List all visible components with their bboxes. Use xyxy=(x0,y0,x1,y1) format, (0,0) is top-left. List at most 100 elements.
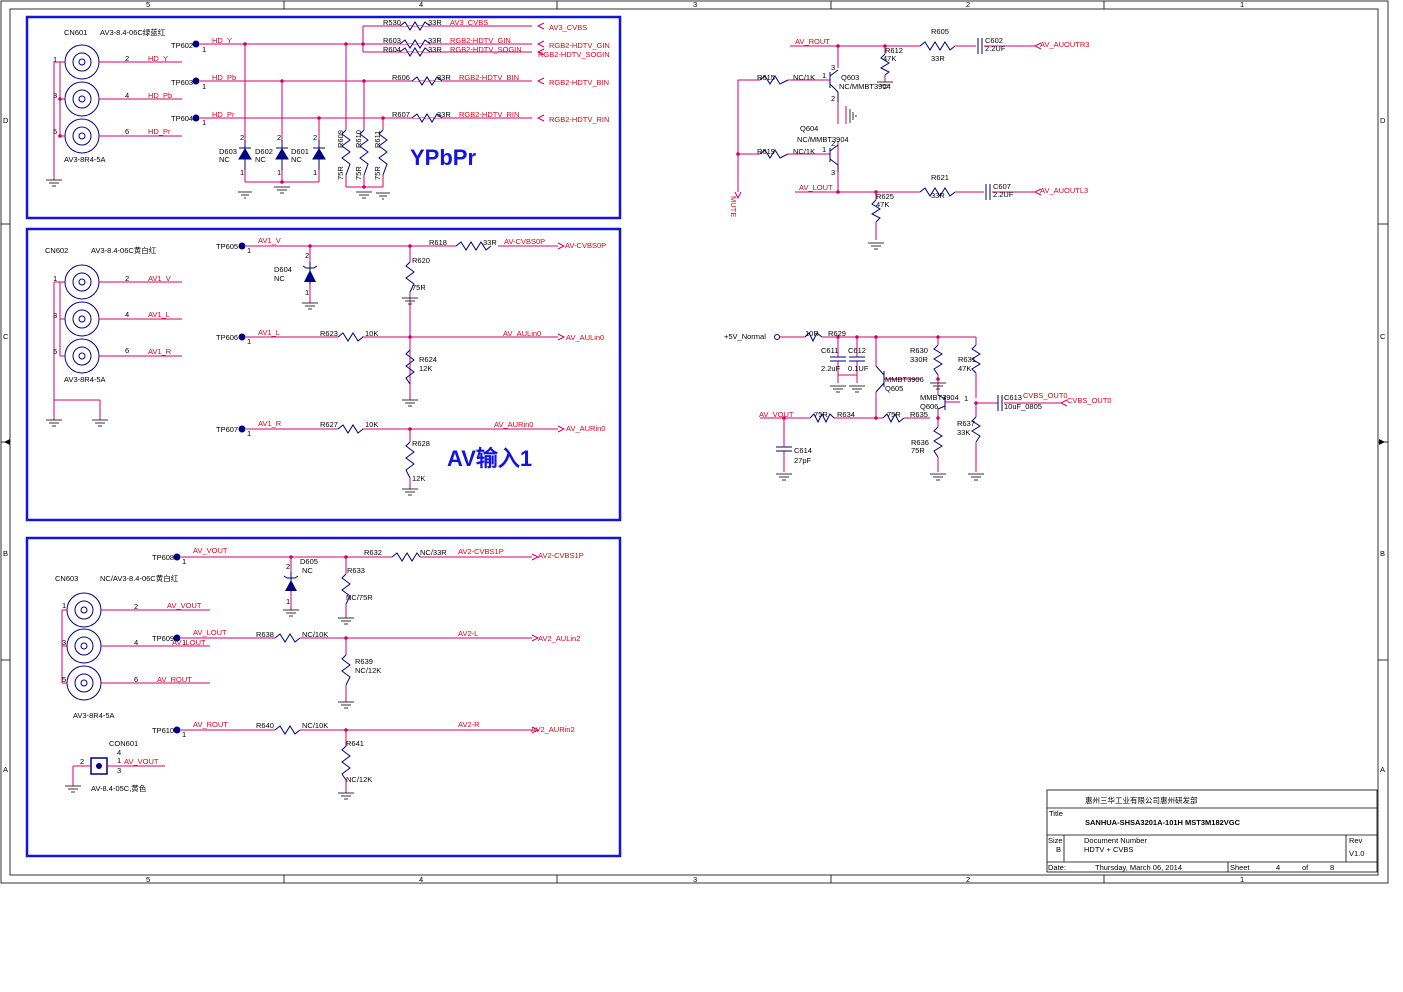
rca-jack-icon xyxy=(66,592,102,701)
transistor-value: MMBT3904 xyxy=(920,393,959,402)
resistor-value: 75R xyxy=(354,166,363,180)
resistor-value: 330R xyxy=(910,355,929,364)
test-point-label: TP602 xyxy=(171,41,193,50)
diode-ref: D603 xyxy=(219,147,237,156)
net-label: AV_VOUT xyxy=(193,546,228,555)
block-ypbpr: CN601 AV3-8.4-06C绿蓝红 1 2 3 4 5 6 HD_Y HD… xyxy=(46,18,610,200)
col-label: 4 xyxy=(419,875,423,884)
resistor-value: 33R xyxy=(483,238,497,247)
date-label: Date: xyxy=(1048,863,1066,872)
resistor-ref: R615 xyxy=(757,73,775,82)
port-label: AV_AULin0 xyxy=(566,333,604,342)
transistor-ref: Q603 xyxy=(841,73,859,82)
pin-num: 5 xyxy=(53,347,57,356)
pin-num: 2 xyxy=(277,133,281,142)
row-label: A xyxy=(1380,765,1385,774)
resistor-ref: R530 xyxy=(383,18,401,27)
pin-num: 2 xyxy=(286,562,290,571)
port-label: MUTE xyxy=(729,196,738,217)
net-label: AV_VOUT xyxy=(167,601,202,610)
resistor-ref: R636 xyxy=(911,438,929,447)
net-label: AV_ROUT xyxy=(795,37,830,46)
port-label: AV2-CVBS1P xyxy=(538,551,584,560)
capacitor-ref: C612 xyxy=(848,346,866,355)
row-label: D xyxy=(3,116,9,125)
test-point-label: TP607 xyxy=(216,425,238,434)
sheet-total: 8 xyxy=(1330,863,1334,872)
port-label: CVBS_OUT0 xyxy=(1067,396,1112,405)
pin-num: 1 xyxy=(964,394,968,403)
net-label: AV2-L xyxy=(458,629,478,638)
pin-num: 1 xyxy=(247,337,251,346)
pin-num: 2 xyxy=(125,54,129,63)
resistor-ref: R610 xyxy=(354,130,363,148)
tvs-diode-icon xyxy=(283,572,299,592)
net-label: AV_AULin0 xyxy=(503,329,541,338)
pin-num: 3 xyxy=(62,638,66,647)
resistor-value: 47K xyxy=(883,54,896,63)
pin-num: 1 xyxy=(277,168,281,177)
frame-av-output xyxy=(25,536,622,858)
connector-ref: CN602 xyxy=(45,246,68,255)
capacitor-value: 2.2UF xyxy=(985,44,1006,53)
capacitor-ref: C607 xyxy=(993,182,1011,191)
net-label: AV-CVBS0P xyxy=(504,237,545,246)
capacitor-value: 0.1UF xyxy=(848,364,869,373)
resistor-ref: R634 xyxy=(837,410,855,419)
document-number-label: Document Number xyxy=(1084,836,1147,845)
port-label: AV_AUOUTL3 xyxy=(1040,186,1088,195)
resistor-ref: R637 xyxy=(957,419,975,428)
ground-icon xyxy=(302,297,418,496)
test-point-label: TP606 xyxy=(216,333,238,342)
capacitor-icon xyxy=(776,356,1003,452)
net-label: AV3_CVBS xyxy=(450,18,488,27)
resistor-ref: R630 xyxy=(910,346,928,355)
net-label: HD_Pr xyxy=(212,110,235,119)
transistor-value: MMBT3906 xyxy=(885,375,924,384)
net-label: AV1_L xyxy=(258,328,280,337)
net-label: AV_LOUT xyxy=(193,628,227,637)
resistor-ref: R639 xyxy=(355,657,373,666)
rca-jack-icon xyxy=(64,44,100,154)
transistor-ref: Q606 xyxy=(920,402,938,411)
pin-num: 1 xyxy=(240,168,244,177)
pin-num: 2 xyxy=(313,133,317,142)
pin-num: 2 xyxy=(240,133,244,142)
title-block: 惠州三华工业有限公司惠州研发部 Title SANHUA-SHSA3201A-1… xyxy=(1046,789,1378,873)
test-point-icon xyxy=(192,40,200,122)
port-label: AV2_AULin2 xyxy=(538,634,580,643)
resistor-ref: R606 xyxy=(392,73,410,82)
port-arrow-icon xyxy=(531,553,540,734)
section-title-ypbpr: YPbPr xyxy=(410,145,476,170)
drawing-title: SANHUA-SHSA3201A-101H MST3M182VGC xyxy=(1085,818,1241,827)
test-point-label: TP605 xyxy=(216,242,238,251)
pin-num: 1 xyxy=(202,82,206,91)
pin-num: 3 xyxy=(53,91,57,100)
document-number: HDTV + CVBS xyxy=(1084,845,1133,854)
transistor-value: NC/MMBT3904 xyxy=(797,135,849,144)
resistor-ref: R627 xyxy=(320,420,338,429)
resistor-ref: R633 xyxy=(347,566,365,575)
capacitor-icon xyxy=(977,38,991,200)
capacitor-ref: C614 xyxy=(794,446,812,455)
pin-num: 1 xyxy=(53,55,57,64)
resistor-ref: R623 xyxy=(320,329,338,338)
resistor-ref: R612 xyxy=(885,46,903,55)
resistor-value: 33R xyxy=(931,191,945,200)
capacitor-value: 27pF xyxy=(794,456,812,465)
transistor-icon xyxy=(829,69,839,172)
ground-icon xyxy=(776,382,984,481)
pin-num: 1 xyxy=(53,274,57,283)
test-point-icon xyxy=(238,242,246,250)
pin-num: 3 xyxy=(53,311,57,320)
row-label: B xyxy=(1380,549,1385,558)
resistor-value: 75R xyxy=(373,166,382,180)
section-title-av-input: AV输入1 xyxy=(447,446,532,471)
resistor-value: NC/12K xyxy=(355,666,381,675)
col-label: 5 xyxy=(146,875,150,884)
resistor-value: 75R xyxy=(336,166,345,180)
net-label: AV_VOUT xyxy=(759,410,794,419)
resistor-icon xyxy=(274,552,421,781)
diode-ref: D605 xyxy=(300,557,318,566)
